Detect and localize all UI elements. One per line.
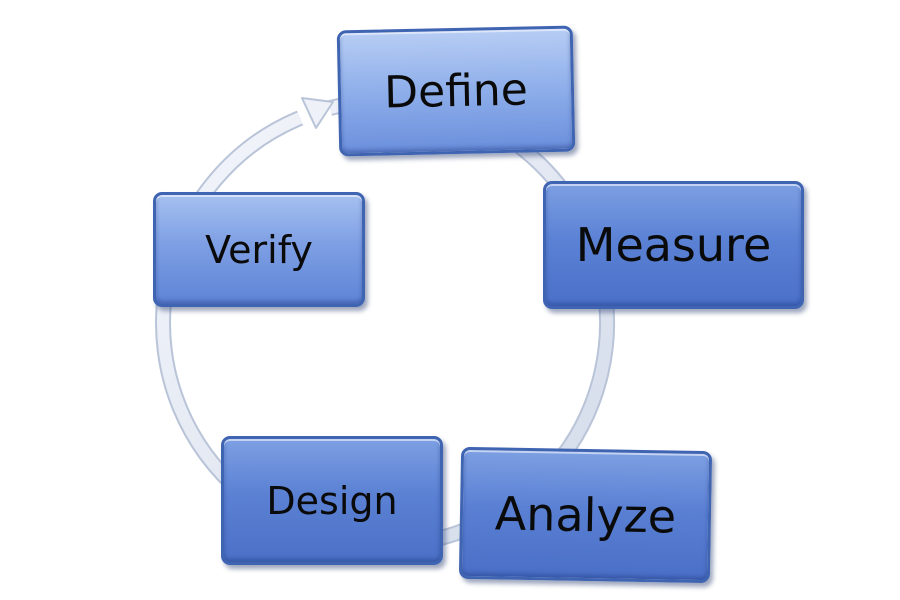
step-analyze: Analyze xyxy=(458,446,713,584)
step-verify: Verify xyxy=(153,192,365,307)
step-analyze-label: Analyze xyxy=(494,486,677,544)
step-measure: Measure xyxy=(543,181,804,309)
step-measure-label: Measure xyxy=(575,218,772,272)
cycle-arrowhead-icon xyxy=(301,97,334,129)
step-design-label: Design xyxy=(266,478,398,523)
step-define-label: Define xyxy=(383,64,529,118)
step-define: Define xyxy=(336,25,576,157)
step-verify-label: Verify xyxy=(205,227,313,272)
step-design: Design xyxy=(221,436,443,565)
